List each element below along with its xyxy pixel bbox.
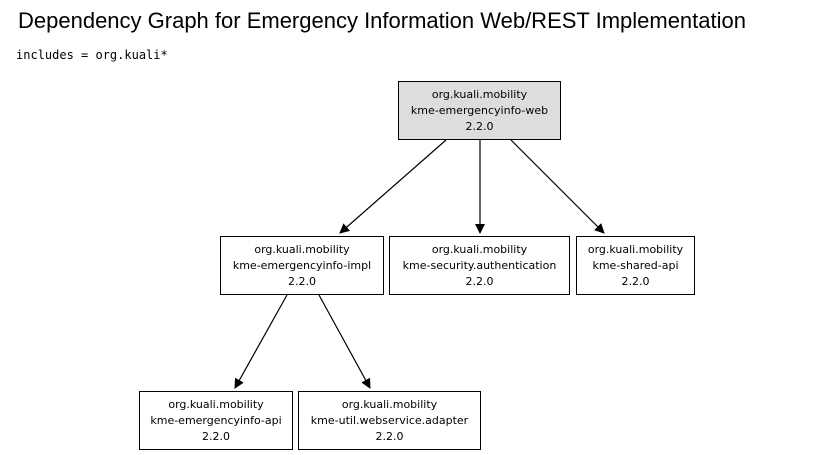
node-kme-util-webservice-adapter[interactable]: org.kuali.mobility kme-util.webservice.a… [298, 391, 481, 450]
node-version: 2.2.0 [288, 274, 316, 288]
node-kme-emergencyinfo-impl[interactable]: org.kuali.mobility kme-emergencyinfo-imp… [220, 236, 384, 295]
node-group: org.kuali.mobility [587, 242, 684, 256]
node-version: 2.2.0 [202, 429, 230, 443]
includes-filter: includes = org.kuali* [16, 48, 168, 62]
node-kme-emergencyinfo-web[interactable]: org.kuali.mobility kme-emergencyinfo-web… [398, 81, 561, 140]
node-artifact: kme-security.authentication [402, 258, 557, 272]
node-kme-shared-api[interactable]: org.kuali.mobility kme-shared-api 2.2.0 [576, 236, 695, 295]
node-version: 2.2.0 [375, 429, 404, 443]
node-kme-security-authentication[interactable]: org.kuali.mobility kme-security.authenti… [389, 236, 570, 295]
node-artifact: kme-emergencyinfo-web [410, 103, 549, 117]
node-group: org.kuali.mobility [431, 242, 528, 256]
node-artifact: kme-shared-api [592, 258, 679, 272]
node-artifact: kme-util.webservice.adapter [310, 413, 469, 427]
node-artifact: kme-emergencyinfo-impl [232, 258, 372, 272]
node-group: org.kuali.mobility [431, 87, 528, 101]
node-group: org.kuali.mobility [168, 397, 264, 411]
edge-impl-to-api [234, 294, 288, 389]
edge-web-to-shared [510, 139, 605, 234]
node-version: 2.2.0 [621, 274, 650, 288]
node-version: 2.2.0 [465, 119, 494, 133]
node-group: org.kuali.mobility [341, 397, 438, 411]
edge-web-to-impl [339, 139, 447, 234]
node-kme-emergencyinfo-api[interactable]: org.kuali.mobility kme-emergencyinfo-api… [139, 391, 293, 450]
page-title: Dependency Graph for Emergency Informati… [18, 8, 746, 33]
node-group: org.kuali.mobility [254, 242, 350, 256]
node-artifact: kme-emergencyinfo-api [150, 413, 282, 427]
node-version: 2.2.0 [465, 274, 494, 288]
edge-impl-to-adapter [318, 294, 371, 389]
